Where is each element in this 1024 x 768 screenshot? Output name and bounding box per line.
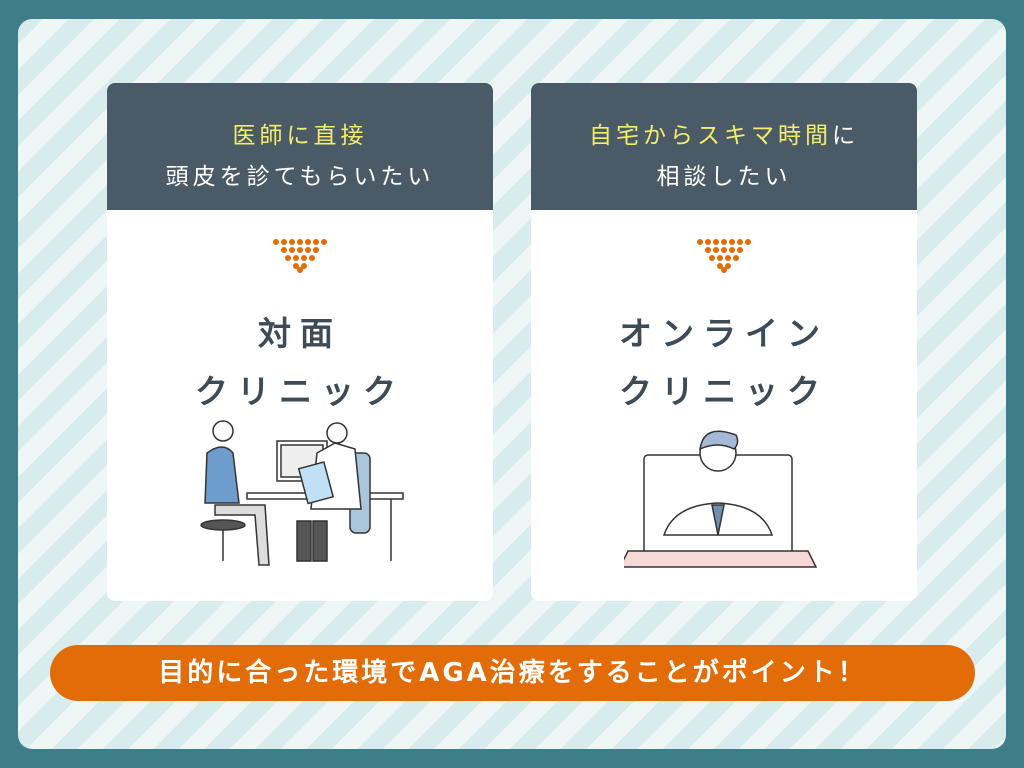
title-line2: クリニック — [619, 372, 829, 411]
doctor-consultation-illustration — [200, 420, 404, 566]
title-line2: クリニック — [195, 372, 405, 411]
dotted-arrow-down-icon — [697, 239, 751, 273]
title-line1: オンライン — [619, 314, 829, 353]
header-highlight-line: 自宅からスキマ時間に — [531, 116, 917, 157]
card-online-clinic: 自宅からスキマ時間に 相談したい オンライン クリニック — [531, 83, 917, 601]
card-title: オンライン クリニック — [531, 305, 917, 421]
header-line2: 頭皮を診てもらいたい — [165, 164, 435, 190]
header-highlight: 自宅からスキマ時間 — [589, 123, 832, 149]
card-in-person-clinic: 医師に直接 頭皮を診てもらいたい 対面 クリニック — [107, 83, 493, 601]
card-title: 対面 クリニック — [107, 305, 493, 421]
card-header: 自宅からスキマ時間に 相談したい — [531, 83, 917, 210]
header-highlight-suffix: に — [832, 123, 859, 149]
card-header: 医師に直接 頭皮を診てもらいたい — [107, 83, 493, 210]
dotted-arrow-down-icon — [273, 239, 327, 273]
title-line1: 対面 — [258, 314, 342, 353]
header-line2: 相談したい — [656, 164, 792, 190]
header-highlight: 医師に直接 — [232, 123, 368, 149]
footer-banner: 目的に合った環境でAGA治療をすることがポイント！ — [50, 645, 975, 701]
online-doctor-laptop-illustration — [624, 430, 818, 568]
